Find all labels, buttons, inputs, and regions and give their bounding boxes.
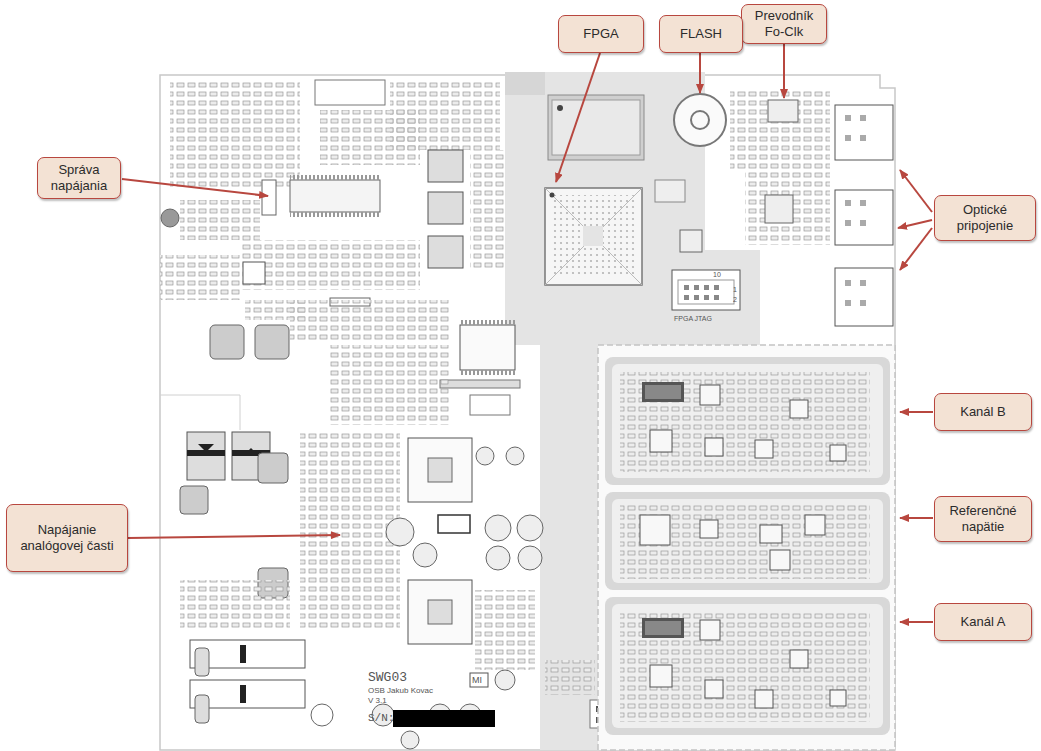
callout-text: Referenčné napätie — [941, 503, 1025, 535]
silkscreen-text: 1 — [733, 286, 737, 293]
callout-text: Napájanie analógovej časti — [13, 522, 121, 554]
callout-box: Optické pripojenie — [934, 195, 1036, 241]
callout-text: FLASH — [680, 26, 722, 42]
callout-text: Optické pripojenie — [941, 202, 1029, 234]
silkscreen-text: S/N: — [368, 713, 394, 724]
callout-box: Kanál B — [934, 393, 1032, 431]
callout-text: Kanál B — [960, 404, 1006, 420]
callout-box: Kanál A — [934, 603, 1032, 641]
callout-text: Správa napájania — [44, 162, 114, 194]
callout-box: FPGA — [558, 15, 644, 53]
silkscreen-text: 2 — [733, 296, 737, 303]
callout-box: Prevodník Fo-Clk — [741, 4, 827, 44]
callout-box: FLASH — [659, 15, 743, 53]
callout-box: Správa napájania — [37, 157, 121, 199]
callout-box: Referenčné napätie — [934, 496, 1032, 542]
silkscreen-text: SWG03 — [368, 671, 407, 684]
callout-text: FPGA — [583, 26, 618, 42]
callout-box: Napájanie analógovej časti — [6, 504, 128, 572]
callout-text: Prevodník Fo-Clk — [748, 8, 820, 40]
callout-text: Kanál A — [961, 614, 1006, 630]
silkscreen-text: V 3.1 — [368, 697, 387, 705]
silkscreen-text: MI — [472, 676, 482, 685]
silkscreen-text: 10 — [713, 271, 721, 278]
silkscreen-text: FPGA JTAG — [674, 315, 712, 322]
silkscreen-text: OSB Jakub Kovac — [368, 687, 433, 695]
